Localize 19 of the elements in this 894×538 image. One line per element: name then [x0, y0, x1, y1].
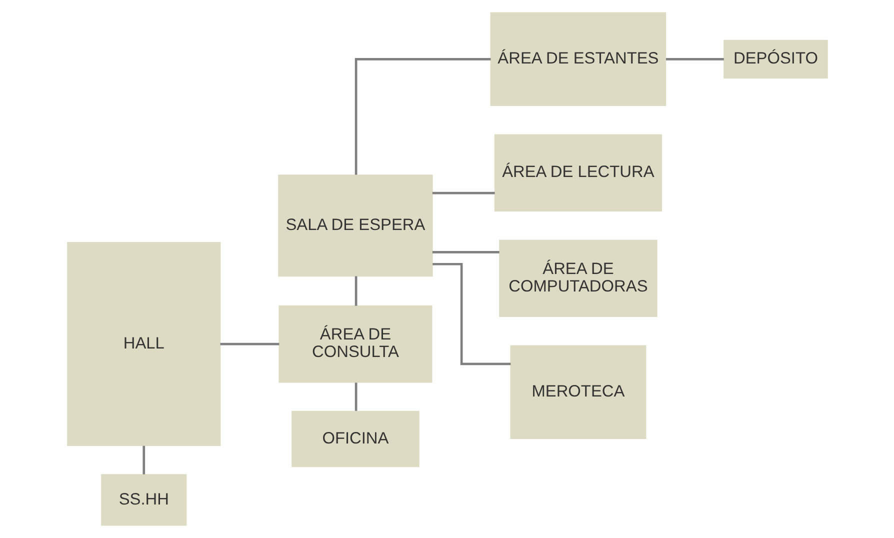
- connector: [354, 276, 357, 306]
- node-box: HALL: [66, 242, 220, 446]
- node-box: ÁREA DE COMPUTADORAS: [498, 240, 657, 318]
- node-box: ÁREA DE ESTANTES: [490, 12, 666, 106]
- node-box: DEPÓSITO: [723, 40, 828, 78]
- connector: [432, 251, 499, 254]
- connector: [220, 342, 279, 346]
- node-box: SS.HH: [100, 474, 186, 526]
- connector: [432, 262, 510, 366]
- connector: [354, 382, 357, 411]
- node-box: ÁREA DE CONSULTA: [278, 305, 432, 383]
- node-box: MEROTECA: [510, 345, 646, 439]
- connector: [142, 446, 145, 474]
- connector: [432, 192, 494, 194]
- node-box: ÁREA DE LECTURA: [494, 134, 662, 212]
- node-box: OFICINA: [291, 410, 419, 468]
- connector: [666, 58, 724, 60]
- node-box: SALA DE ESPERA: [278, 174, 432, 277]
- connector: [354, 58, 490, 175]
